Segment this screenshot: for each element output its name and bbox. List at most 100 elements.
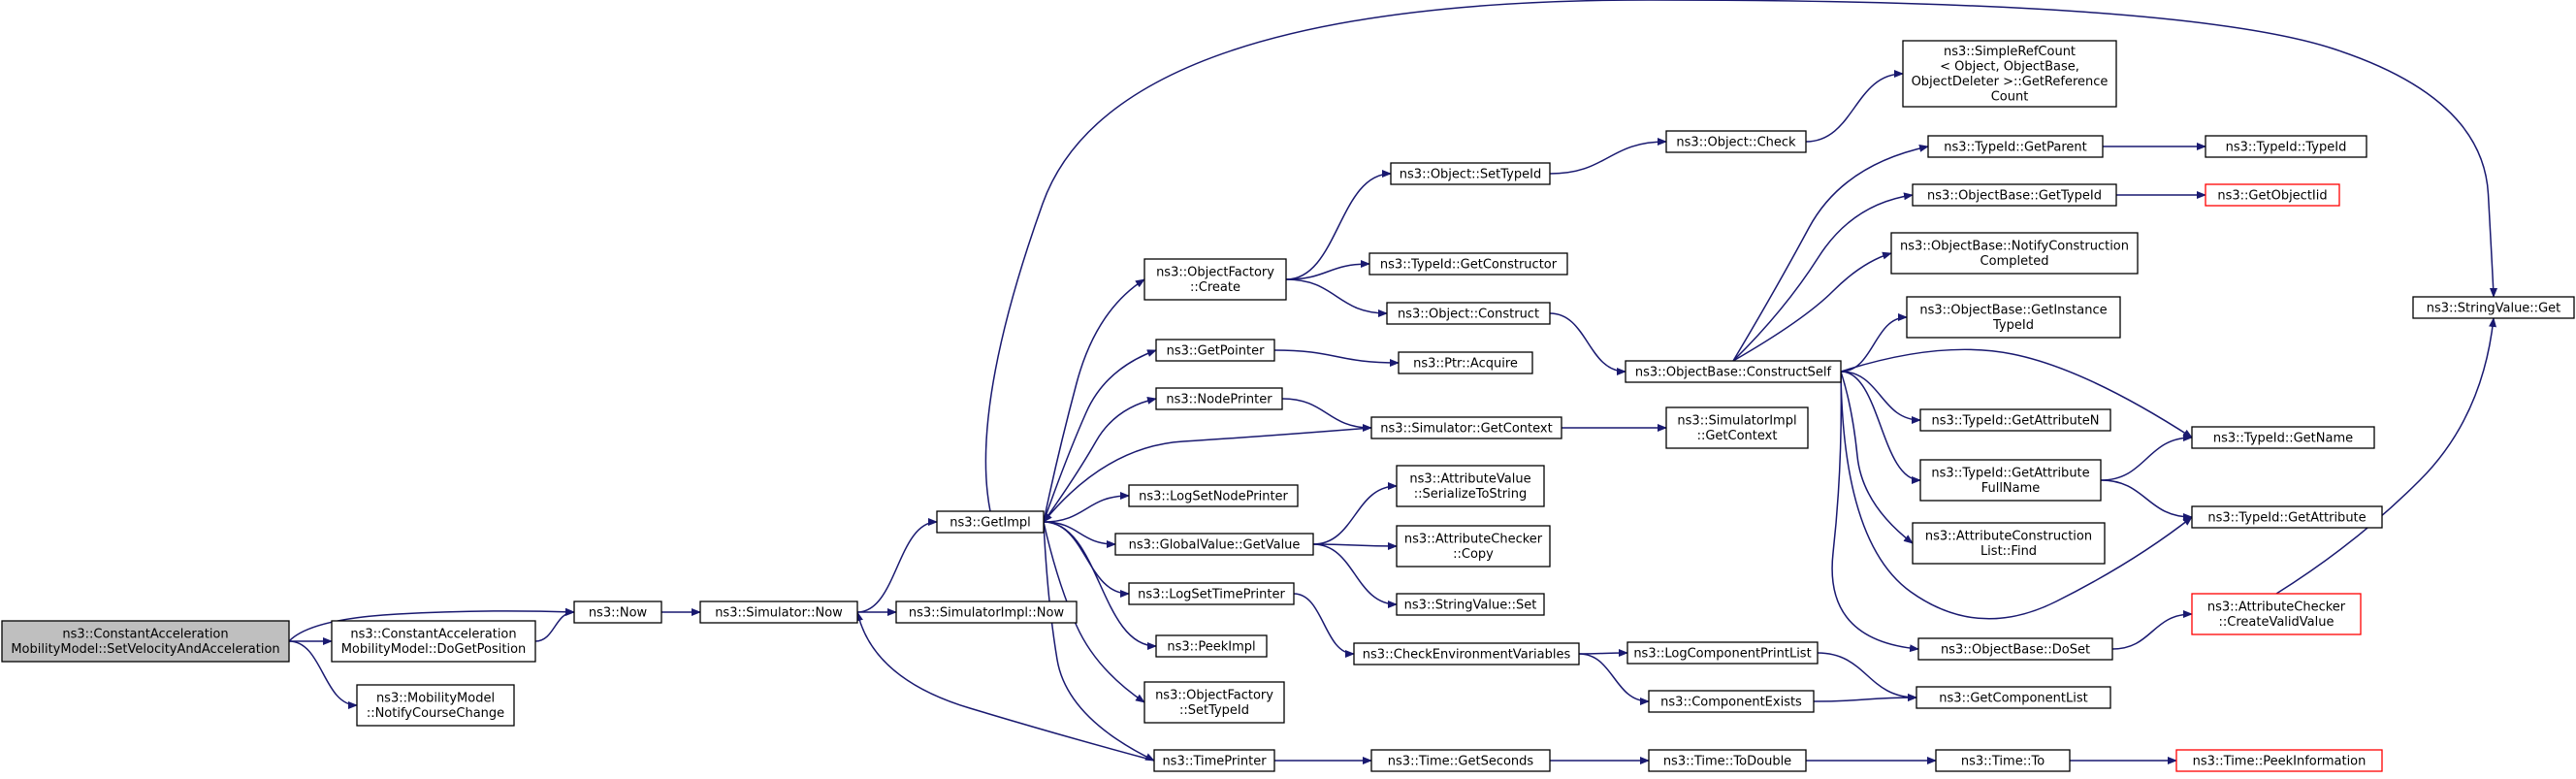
node-acCreateValid[interactable]: ns3::AttributeChecker::CreateValidValue <box>2191 593 2362 635</box>
node-now[interactable]: ns3::Now <box>573 600 662 624</box>
node-getObjectIid[interactable]: ns3::GetObjectIid <box>2205 183 2340 207</box>
node-svSet[interactable]: ns3::StringValue::Set <box>1396 593 1545 616</box>
node-tidGetParent[interactable]: ns3::TypeId::GetParent <box>1927 135 2104 158</box>
node-box <box>1128 484 1299 507</box>
node-label: ns3::Now <box>589 605 648 620</box>
node-label: List::Find <box>1980 544 2037 559</box>
node-label: ns3::SimulatorImpl::Now <box>909 605 1065 620</box>
node-compExists[interactable]: ns3::ComponentExists <box>1648 690 1815 713</box>
node-tidGetCtor[interactable]: ns3::TypeId::GetConstructor <box>1368 252 1568 276</box>
node-timePeekInfo[interactable]: ns3::Time::PeekInformation <box>2175 749 2383 772</box>
edge-checkEnv-to-logCompPrint <box>1578 649 1628 658</box>
node-obNotify[interactable]: ns3::ObjectBase::NotifyConstructionCompl… <box>1890 232 2139 275</box>
node-tidGetName[interactable]: ns3::TypeId::GetName <box>2191 426 2375 449</box>
node-label: ns3::Object::SetTypeId <box>1400 167 1541 181</box>
node-label: Completed <box>1980 254 2049 269</box>
node-label: ::SetTypeId <box>1179 703 1249 718</box>
node-box <box>1902 40 2117 108</box>
node-label: ns3::TypeId::GetConstructor <box>1380 257 1558 272</box>
node-simImplGetCtx[interactable]: ns3::SimulatorImpl::GetContext <box>1665 406 1809 449</box>
node-checkEnv[interactable]: ns3::CheckEnvironmentVariables <box>1353 642 1580 665</box>
node-root[interactable]: ns3::ConstantAccelerationMobilityModel::… <box>1 620 290 663</box>
node-logSetTime[interactable]: ns3::LogSetTimePrinter <box>1128 582 1295 605</box>
nodes-layer: ns3::ConstantAccelerationMobilityModel::… <box>1 40 2575 772</box>
node-doGetPos[interactable]: ns3::ConstantAccelerationMobilityModel::… <box>331 620 536 663</box>
node-label: ns3::PeekImpl <box>1167 639 1255 654</box>
node-implNow[interactable]: ns3::SimulatorImpl::Now <box>895 600 1078 624</box>
node-timeTo[interactable]: ns3::Time::To <box>1935 749 2071 772</box>
node-label: ObjectDeleter >::GetReference <box>1912 75 2109 89</box>
node-tidGetAttrN[interactable]: ns3::TypeId::GetAttributeN <box>1919 408 2111 432</box>
edge-timePrinter-to-simNow <box>855 611 1155 762</box>
edge-getImpl-to-svGet <box>984 0 2497 512</box>
node-label: ns3::AttributeValue <box>1409 472 1530 487</box>
node-acCopy[interactable]: ns3::AttributeChecker::Copy <box>1396 525 1551 568</box>
node-peekImpl[interactable]: ns3::PeekImpl <box>1155 634 1268 658</box>
node-tidGetAttr[interactable]: ns3::TypeId::GetAttribute <box>2191 505 2383 529</box>
node-objSetTypeId[interactable]: ns3::Object::SetTypeId <box>1390 162 1551 185</box>
node-label: Count <box>1991 90 2029 105</box>
node-box <box>2175 749 2383 772</box>
edge-getImpl-to-logSetTime <box>1043 521 1130 598</box>
edge-objSetTypeId-to-objCheck <box>1549 138 1667 175</box>
node-timeToDouble[interactable]: ns3::Time::ToDouble <box>1648 749 1807 772</box>
node-label: ns3::TypeId::GetAttribute <box>1931 467 2089 481</box>
node-box <box>1917 637 2113 661</box>
edge-gvGetValue-to-svSet <box>1312 543 1398 608</box>
node-avSerialize[interactable]: ns3::AttributeValue::SerializeToString <box>1396 465 1545 507</box>
node-getImpl[interactable]: ns3::GetImpl <box>936 510 1045 534</box>
node-simpleRef[interactable]: ns3::SimpleRefCount< Object, ObjectBase,… <box>1902 40 2117 108</box>
edge-compExists-to-getCompList <box>1813 694 1917 702</box>
node-box <box>1626 641 1819 665</box>
node-box <box>1128 582 1295 605</box>
node-ptrAcquire[interactable]: ns3::Ptr::Acquire <box>1398 351 1533 374</box>
node-obGetTypeId[interactable]: ns3::ObjectBase::GetTypeId <box>1912 183 2117 207</box>
node-label: ns3::NodePrinter <box>1166 392 1272 406</box>
edge-obConstructSelf-to-acListFind <box>1840 371 1914 544</box>
edge-logSetTime-to-checkEnv <box>1293 593 1355 658</box>
node-timePrinter[interactable]: ns3::TimePrinter <box>1153 749 1275 772</box>
node-nodePrinter[interactable]: ns3::NodePrinter <box>1155 387 1283 410</box>
node-objCheck[interactable]: ns3::Object::Check <box>1665 130 1807 153</box>
node-tidTypeId[interactable]: ns3::TypeId::TypeId <box>2205 135 2367 158</box>
node-notify[interactable]: ns3::MobilityModel::NotifyCourseChange <box>356 684 515 727</box>
node-box <box>1155 339 1275 362</box>
node-label: ns3::TypeId::GetAttributeN <box>1931 413 2099 428</box>
node-box <box>1398 351 1533 374</box>
node-simGetContext[interactable]: ns3::Simulator::GetContext <box>1370 416 1562 439</box>
edge-tidGetAttrFull-to-tidGetAttr <box>2100 479 2193 521</box>
edge-gvGetValue-to-avSerialize <box>1312 482 1398 545</box>
node-box <box>1155 634 1268 658</box>
node-obConstructSelf[interactable]: ns3::ObjectBase::ConstructSelf <box>1625 360 1842 383</box>
node-box <box>1648 690 1815 713</box>
node-ofSetTypeId[interactable]: ns3::ObjectFactory::SetTypeId <box>1143 681 1285 724</box>
edge-getImpl-to-nodePrinter <box>1043 396 1157 523</box>
node-timeGetSec[interactable]: ns3::Time::GetSeconds <box>1370 749 1551 772</box>
edge-getImpl-to-gvGetValue <box>1043 521 1116 548</box>
node-obDoSet[interactable]: ns3::ObjectBase::DoSet <box>1917 637 2113 661</box>
node-objConstruct[interactable]: ns3::Object::Construct <box>1386 302 1551 325</box>
node-label: ns3::LogSetTimePrinter <box>1138 587 1285 601</box>
node-label: ::SerializeToString <box>1414 487 1527 502</box>
node-gvGetValue[interactable]: ns3::GlobalValue::GetValue <box>1114 533 1314 556</box>
node-getPointer[interactable]: ns3::GetPointer <box>1155 339 1275 362</box>
node-label: ns3::TypeId::GetParent <box>1944 140 2087 154</box>
node-box <box>1890 232 2139 275</box>
node-logCompPrint[interactable]: ns3::LogComponentPrintList <box>1626 641 1819 665</box>
node-svGet[interactable]: ns3::StringValue::Get <box>2412 296 2575 319</box>
node-label: FullName <box>1981 481 2041 496</box>
node-logSetNode[interactable]: ns3::LogSetNodePrinter <box>1128 484 1299 507</box>
edge-root-to-notify <box>288 640 358 709</box>
node-getCompList[interactable]: ns3::GetComponentList <box>1916 686 2111 709</box>
node-simNow[interactable]: ns3::Simulator::Now <box>699 600 858 624</box>
node-box <box>1370 416 1562 439</box>
node-label: ns3::GlobalValue::GetValue <box>1129 537 1301 552</box>
node-box <box>1935 749 2071 772</box>
edge-getImpl-to-ofSetTypeId <box>1043 521 1145 703</box>
node-label: ns3::AttributeChecker <box>1404 533 1543 547</box>
node-label: ns3::GetComponentList <box>1939 691 2087 705</box>
node-ofCreate[interactable]: ns3::ObjectFactory::Create <box>1143 258 1287 301</box>
